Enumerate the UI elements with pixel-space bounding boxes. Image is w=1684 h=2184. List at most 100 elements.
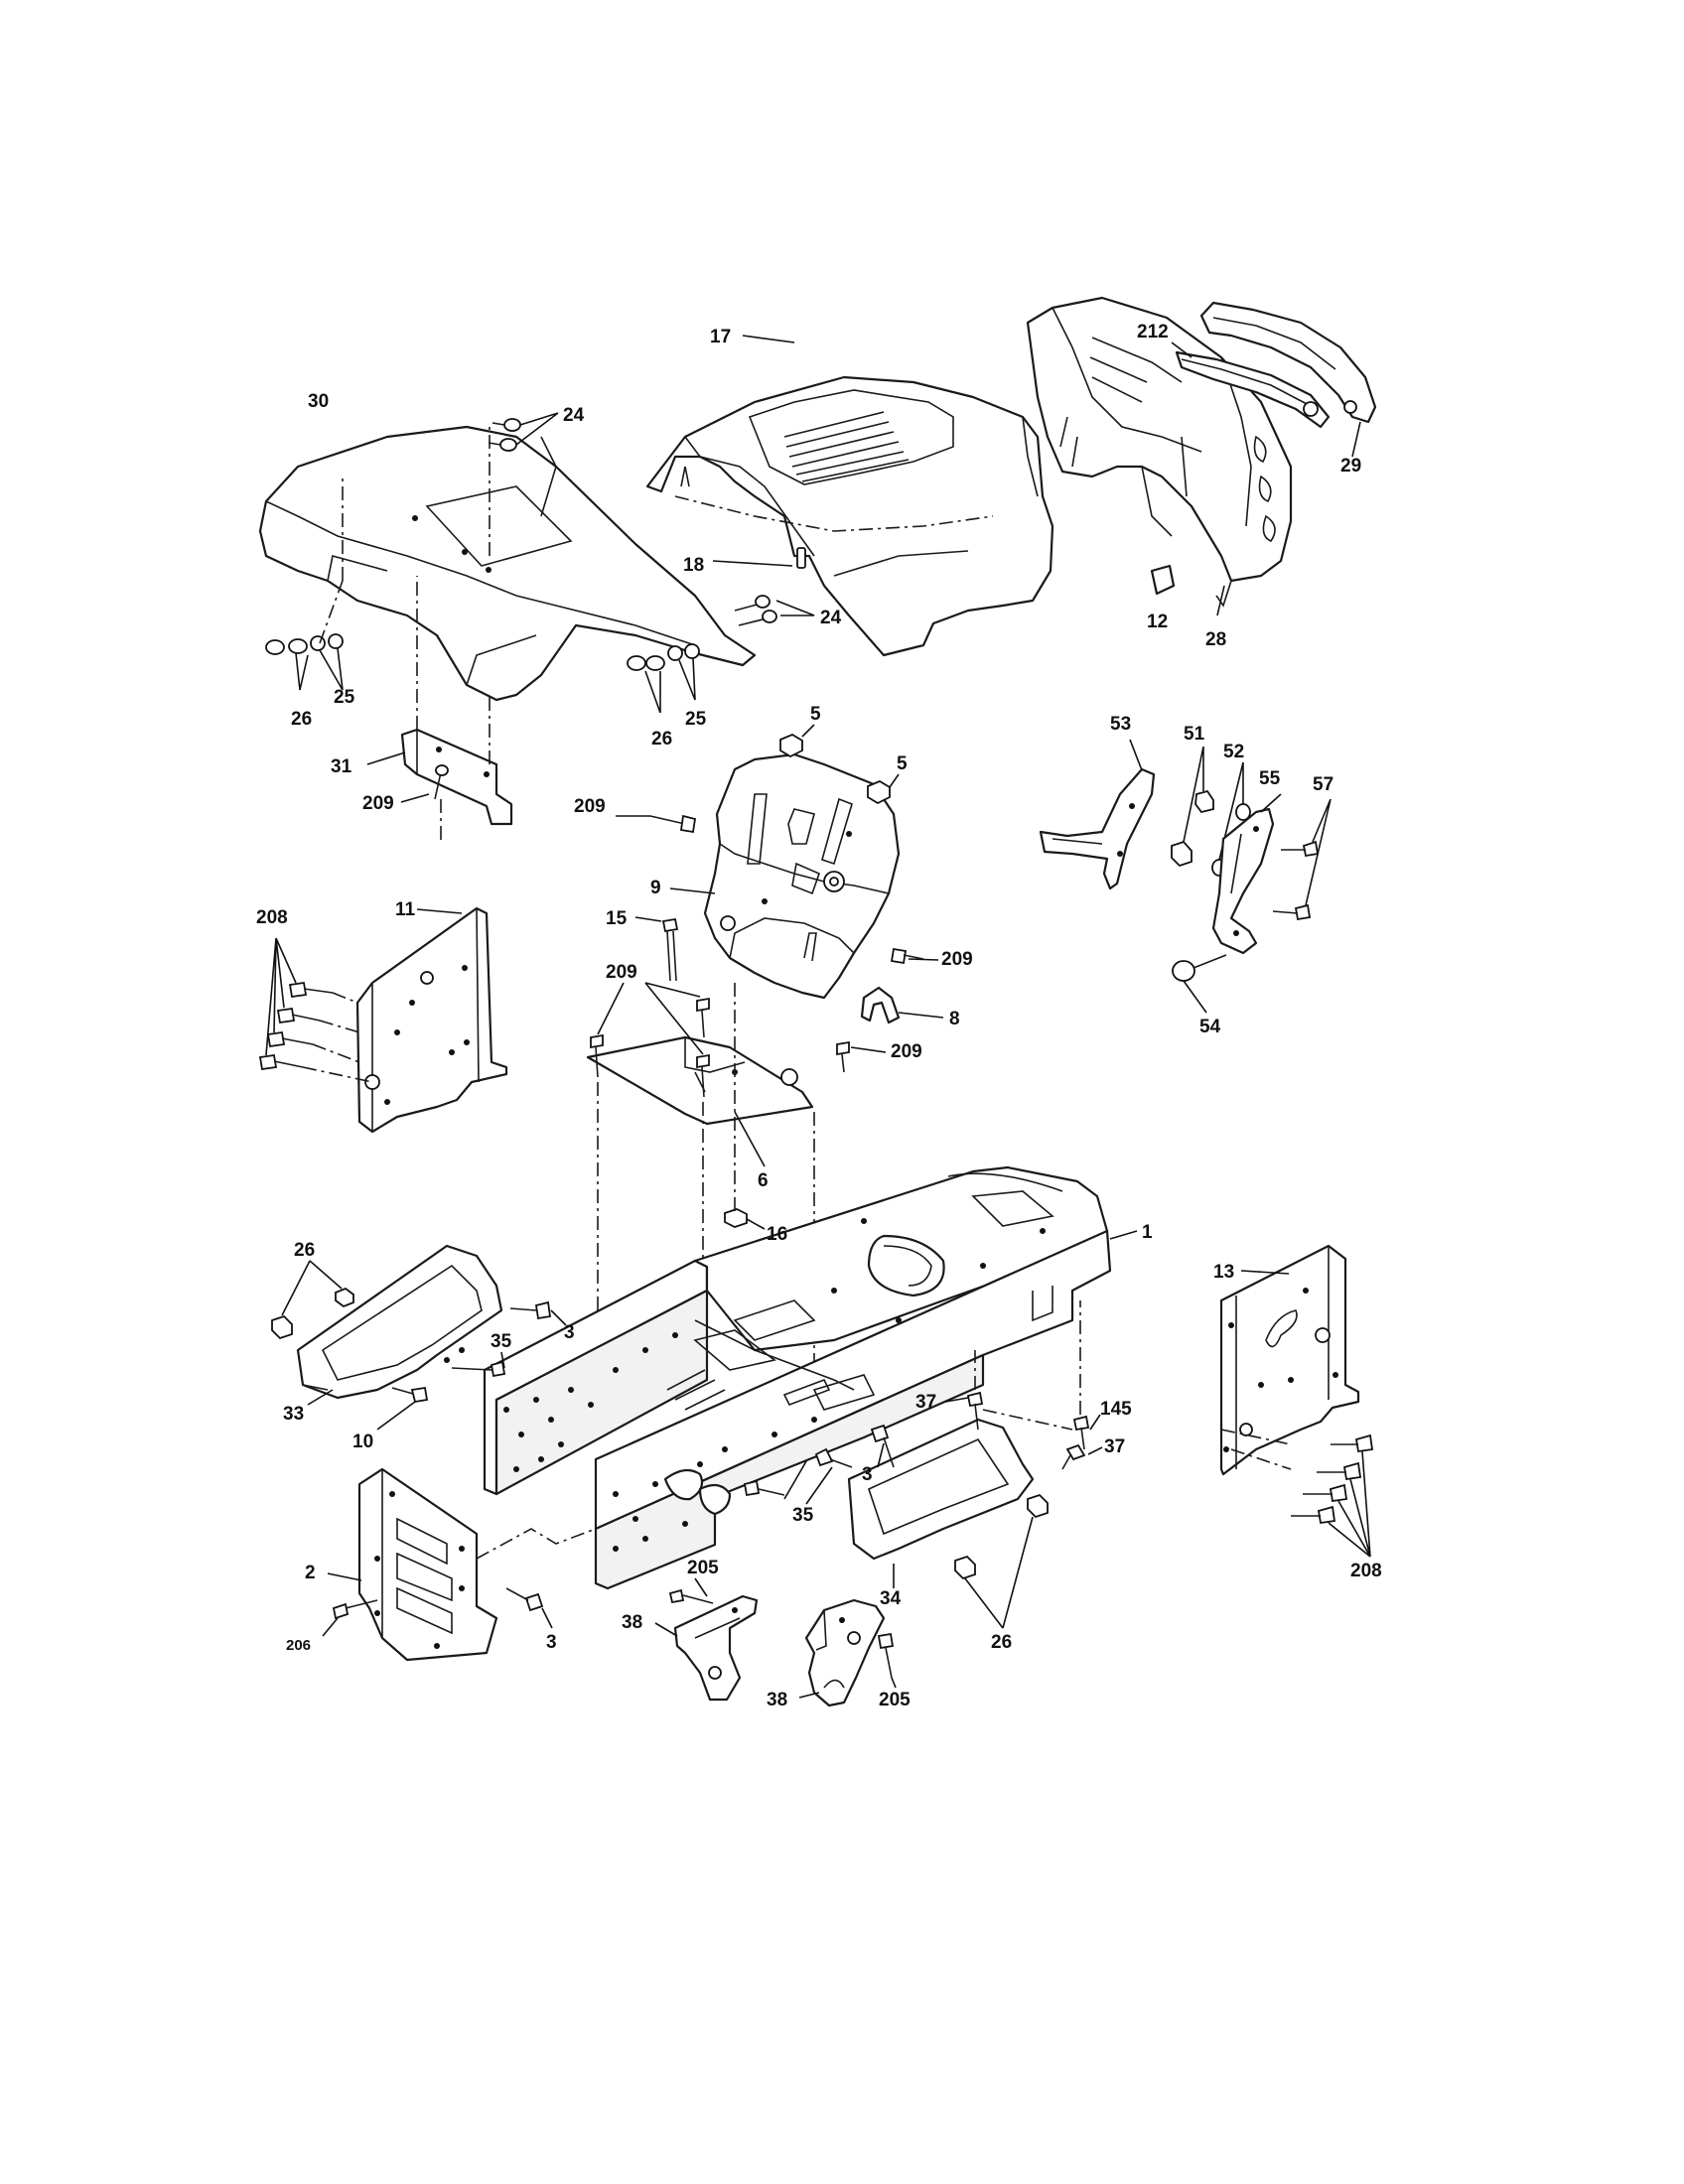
bolt-35-left bbox=[451, 1351, 506, 1378]
callout-52: 52 bbox=[1223, 742, 1244, 762]
callout-24-lower: 24 bbox=[820, 608, 842, 628]
callout-labels: 1 2 3 3 3 5 5 6 8 9 10 11 12 13 15 16 17… bbox=[256, 322, 1382, 1710]
bolt-3-center bbox=[870, 1424, 895, 1468]
screw-part-206 bbox=[322, 1599, 378, 1637]
callout-145: 145 bbox=[1100, 1399, 1132, 1420]
callout-3-center: 3 bbox=[862, 1464, 873, 1485]
screw-205-right bbox=[877, 1632, 897, 1689]
callout-15: 15 bbox=[606, 908, 628, 929]
callout-8: 8 bbox=[949, 1009, 960, 1029]
frame-part-1 bbox=[483, 1165, 1138, 1590]
bolt-209-plate-right bbox=[836, 1040, 887, 1073]
callout-25-right: 25 bbox=[685, 709, 707, 730]
callout-5-left: 5 bbox=[810, 704, 821, 725]
callout-28: 28 bbox=[1205, 629, 1226, 650]
callout-54: 54 bbox=[1199, 1017, 1221, 1037]
bolts-208-right bbox=[1220, 1429, 1374, 1558]
callout-11: 11 bbox=[395, 899, 416, 920]
nut-5-left bbox=[779, 724, 815, 758]
callout-38-left: 38 bbox=[622, 1612, 642, 1633]
bolt-part-10 bbox=[376, 1386, 429, 1431]
clip-part-12 bbox=[1150, 564, 1176, 596]
callout-35-left: 35 bbox=[491, 1331, 512, 1352]
lever-part-55 bbox=[1211, 793, 1282, 955]
bracket-part-38-left bbox=[654, 1594, 759, 1702]
callout-2: 2 bbox=[305, 1563, 316, 1583]
bracket-part-38-right bbox=[798, 1598, 886, 1707]
nuts-26-right bbox=[954, 1493, 1049, 1629]
callout-209-plate-right: 209 bbox=[891, 1041, 922, 1062]
callout-12: 12 bbox=[1147, 612, 1168, 632]
callout-51: 51 bbox=[1184, 724, 1205, 745]
callout-13: 13 bbox=[1213, 1262, 1234, 1283]
bolts-57 bbox=[1272, 798, 1332, 921]
callout-26-footrest-right: 26 bbox=[991, 1632, 1012, 1653]
fender-part-30 bbox=[258, 425, 757, 702]
hardware-25-26-left bbox=[265, 580, 344, 691]
callout-209-dash-right: 209 bbox=[941, 949, 973, 970]
callout-25-left: 25 bbox=[334, 687, 355, 708]
bolt-209-dash-left bbox=[616, 814, 697, 834]
callout-9: 9 bbox=[650, 878, 661, 898]
bolts-208-left bbox=[258, 937, 373, 1083]
callout-30: 30 bbox=[308, 391, 329, 412]
side-panel-part-11 bbox=[355, 906, 508, 1134]
footrest-part-34 bbox=[847, 1418, 1035, 1588]
callout-53: 53 bbox=[1110, 714, 1131, 735]
bolt-3-left bbox=[509, 1300, 567, 1326]
callout-208-right: 208 bbox=[1350, 1561, 1382, 1581]
callout-5-right: 5 bbox=[897, 753, 908, 774]
callout-1: 1 bbox=[1142, 1222, 1153, 1243]
callout-10: 10 bbox=[352, 1432, 373, 1452]
bolts-37-145 bbox=[944, 1300, 1103, 1470]
callout-16: 16 bbox=[767, 1224, 787, 1245]
callout-6: 6 bbox=[758, 1170, 769, 1191]
callout-3-left: 3 bbox=[564, 1322, 575, 1343]
side-panel-part-13 bbox=[1219, 1244, 1360, 1476]
lever-part-53 bbox=[1039, 739, 1156, 890]
callout-209-bracket: 209 bbox=[362, 793, 394, 814]
callout-24-upper: 24 bbox=[563, 405, 585, 426]
bolt-35-center bbox=[743, 1447, 853, 1505]
callout-206: 206 bbox=[286, 1637, 311, 1654]
bolts-209-plate bbox=[590, 982, 710, 1098]
callout-26-footrest-left: 26 bbox=[294, 1240, 315, 1261]
callout-35-center: 35 bbox=[792, 1505, 814, 1526]
callout-55: 55 bbox=[1259, 768, 1281, 789]
callout-3-front: 3 bbox=[546, 1632, 557, 1653]
clip-part-8 bbox=[860, 986, 944, 1024]
nuts-26-left bbox=[271, 1260, 354, 1340]
callout-205-left: 205 bbox=[687, 1558, 719, 1578]
bracket-part-31 bbox=[366, 576, 513, 826]
plate-part-6 bbox=[586, 1035, 814, 1167]
bolt-part-15 bbox=[634, 916, 679, 982]
callout-26-left: 26 bbox=[291, 709, 312, 730]
pin-part-18 bbox=[712, 547, 806, 569]
nut-5-right bbox=[867, 773, 900, 805]
callout-37-right: 37 bbox=[1104, 1436, 1125, 1457]
knob-part-54 bbox=[1172, 954, 1227, 1014]
bolt-3-front bbox=[505, 1587, 553, 1629]
callout-26-right: 26 bbox=[651, 729, 672, 750]
nut-part-16 bbox=[724, 1208, 766, 1230]
callout-38-right: 38 bbox=[767, 1690, 787, 1710]
hardware-25-26-right bbox=[627, 643, 700, 714]
callout-31: 31 bbox=[331, 756, 352, 777]
bolts-24-lower bbox=[734, 595, 815, 626]
callout-205-right: 205 bbox=[879, 1690, 911, 1710]
callout-212: 212 bbox=[1137, 322, 1169, 342]
hood-part-17 bbox=[645, 335, 1054, 657]
screw-205-left bbox=[668, 1577, 714, 1604]
callout-209-plate: 209 bbox=[606, 962, 637, 983]
trim-part-212 bbox=[1171, 341, 1331, 429]
callout-18: 18 bbox=[683, 555, 704, 576]
bolt-209-dash-right bbox=[890, 947, 939, 965]
bolts-24-upper bbox=[488, 412, 559, 452]
callout-17: 17 bbox=[710, 327, 731, 347]
callout-29: 29 bbox=[1340, 456, 1361, 477]
dash-panel-part-9 bbox=[669, 752, 901, 1000]
callout-57: 57 bbox=[1313, 774, 1333, 795]
callout-33: 33 bbox=[283, 1404, 304, 1425]
callout-208-left: 208 bbox=[256, 907, 288, 928]
